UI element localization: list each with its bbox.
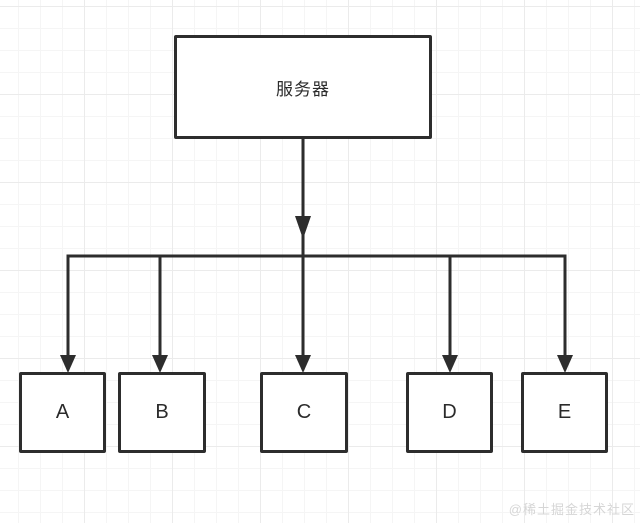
node-server-label: 服务器 bbox=[276, 79, 330, 99]
edge-bus-to-a bbox=[60, 254, 76, 373]
node-c: C bbox=[260, 372, 348, 453]
node-a-label: A bbox=[55, 401, 70, 423]
edge-bus-to-c bbox=[295, 254, 311, 373]
node-e: E bbox=[521, 372, 608, 453]
node-b: B bbox=[118, 372, 206, 453]
node-d: D bbox=[406, 372, 493, 453]
node-d-label: D bbox=[442, 401, 457, 423]
watermark: @稀土掘金技术社区 bbox=[508, 502, 635, 517]
edge-bus-to-e bbox=[557, 254, 573, 373]
edge-bus-to-b bbox=[152, 254, 168, 373]
edge-bus-to-d bbox=[442, 254, 458, 373]
node-e-label: E bbox=[557, 401, 572, 423]
node-c-label: C bbox=[296, 401, 312, 423]
edge-server-to-bus bbox=[295, 137, 311, 258]
node-server: 服务器 bbox=[174, 35, 432, 139]
node-b-label: B bbox=[155, 401, 169, 423]
node-a: A bbox=[19, 372, 106, 453]
